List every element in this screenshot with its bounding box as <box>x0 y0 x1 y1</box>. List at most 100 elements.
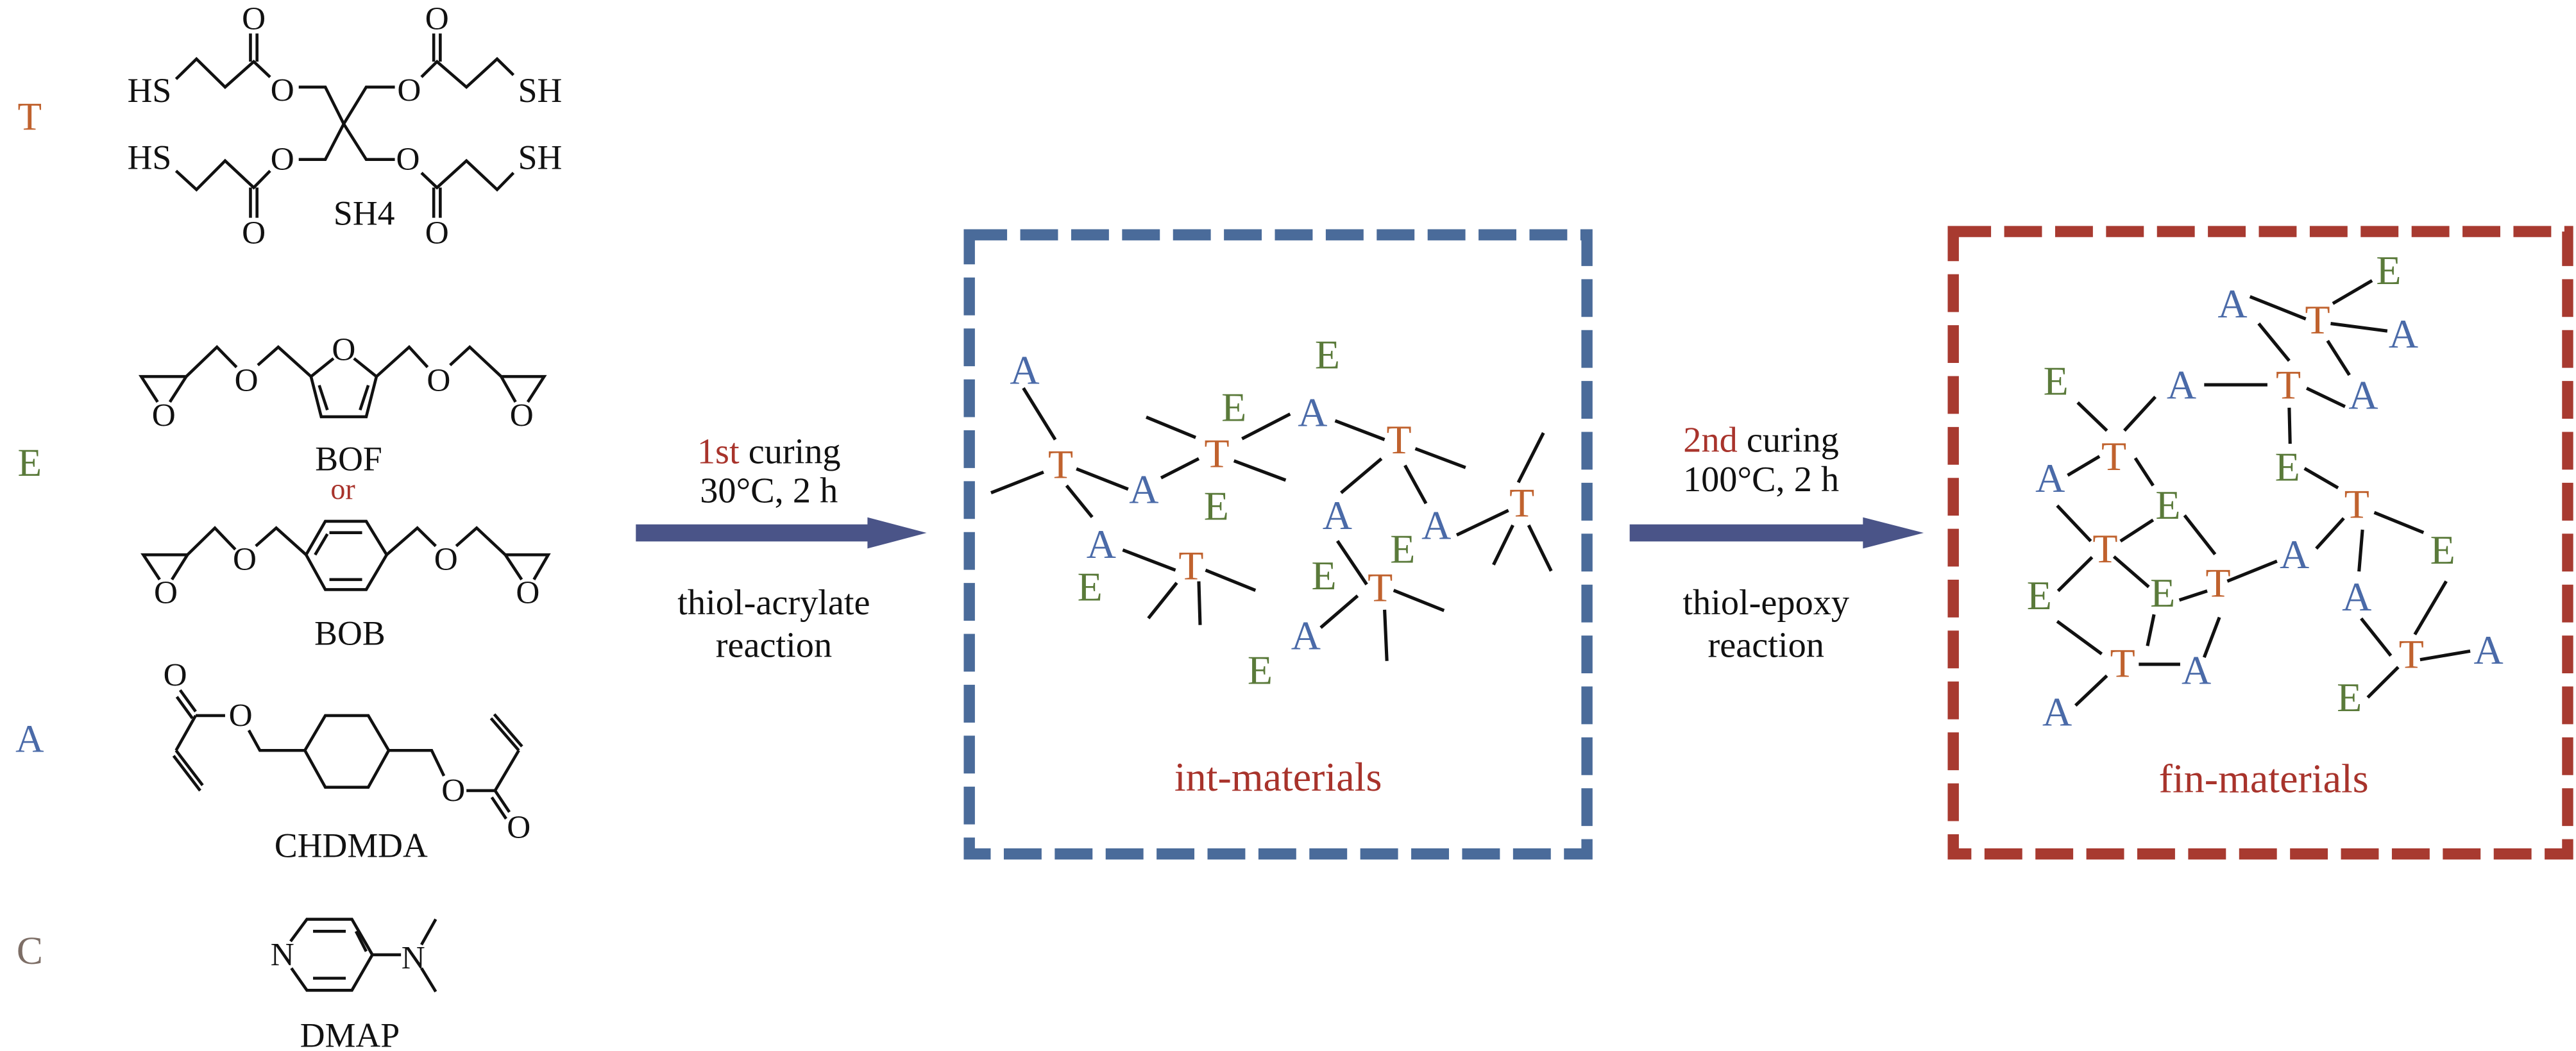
fin-network-bond <box>2133 457 2155 487</box>
step2-curing-label: 2nd curing <box>1683 420 1838 460</box>
fin-materials-label: fin-materials <box>2159 755 2369 801</box>
vinyl-bond <box>489 717 520 752</box>
fin-network-node-t: T <box>2344 481 2369 526</box>
fin-network-bond <box>2123 396 2157 432</box>
step2-arrow <box>1629 517 1924 549</box>
legend-letter-a: A <box>15 717 44 761</box>
fin-network-node-e: E <box>2275 444 2300 489</box>
int-network-bond <box>1383 609 1389 661</box>
fin-network-node-t: T <box>2092 526 2117 571</box>
fin-network-bond <box>2076 401 2108 432</box>
fin-network-node-a: A <box>2348 373 2378 418</box>
bond-chain <box>174 56 271 89</box>
int-network-bond <box>990 470 1044 494</box>
bond-line <box>420 967 437 993</box>
bond-chain <box>186 526 237 556</box>
int-network-node-a: A <box>1129 466 1158 512</box>
bond-chain <box>389 748 446 777</box>
fin-network-node-e: E <box>2155 482 2180 528</box>
int-network-node-e: E <box>1312 553 1337 598</box>
int-network-node-e: E <box>1315 332 1340 378</box>
fin-network-bond <box>2360 617 2393 657</box>
fin-network-node-a: A <box>2474 627 2504 673</box>
fin-network-node-e: E <box>2430 527 2455 573</box>
atom-label: O <box>164 657 187 694</box>
atom-label: O <box>154 575 178 611</box>
step2-conditions: 100°C, 2 h <box>1683 460 1839 500</box>
bond-chain <box>257 345 312 378</box>
fin-network-bond <box>2056 619 2103 655</box>
cyclohexane-ring <box>303 714 391 789</box>
fin-network-node-a: A <box>2280 532 2309 577</box>
int-network-node-a: A <box>1087 521 1116 567</box>
bond-line <box>354 930 368 952</box>
bond-chain <box>375 344 429 378</box>
fin-network-bond <box>2067 455 2101 477</box>
atom-label: O <box>396 141 419 178</box>
int-network-node-e: E <box>1204 483 1229 528</box>
int-network-node-t: T <box>1509 480 1534 525</box>
step1-ordinal: 1st <box>697 432 740 471</box>
fin-network-bond <box>2178 589 2208 602</box>
int-network-bond <box>1022 387 1057 441</box>
vinyl-bond <box>172 755 201 792</box>
int-network-node-a: A <box>1323 492 1352 538</box>
fin-network-bond <box>2119 518 2155 543</box>
fin-network-node-a: A <box>2042 689 2072 734</box>
vinyl-bond <box>493 713 523 748</box>
int-network-bond <box>1205 568 1257 593</box>
molecule-name-chdmda: CHDMDA <box>275 827 428 865</box>
atom-label: N <box>271 936 294 973</box>
bond-chain <box>255 526 307 556</box>
fin-network-bond <box>2315 517 2345 550</box>
furan-ring <box>309 357 378 419</box>
int-network-bond <box>1527 524 1553 572</box>
fin-network-node-e: E <box>2044 358 2069 403</box>
int-network-bond <box>1241 412 1291 441</box>
bond-line <box>359 385 370 411</box>
atom-label: O <box>233 541 257 578</box>
atom-label: O <box>507 809 530 846</box>
legend-letter-c: C <box>17 929 43 973</box>
atom-label: O <box>397 72 421 109</box>
epoxide-ring <box>502 553 551 581</box>
step2-reaction-word: reaction <box>1708 625 1824 665</box>
fin-network-node-e: E <box>2027 573 2052 618</box>
fin-network-bond <box>2287 407 2292 444</box>
atom-label: O <box>235 362 258 399</box>
atom-label: O <box>152 397 176 433</box>
int-network-node-t: T <box>1178 542 1203 588</box>
bond-chain <box>185 344 238 378</box>
int-network-node-e: E <box>1221 385 1246 430</box>
bond-chain <box>247 729 305 752</box>
int-network-node-t: T <box>1387 417 1412 462</box>
bond-chain <box>298 85 395 128</box>
step1-curing-label: 1st curing <box>697 432 841 471</box>
int-network-bond <box>1516 432 1545 483</box>
atom-label: O <box>242 1 266 37</box>
int-network-bond <box>1197 581 1202 625</box>
atom-label: O <box>242 215 266 251</box>
step1-reaction-word: reaction <box>716 625 832 665</box>
int-network-bond <box>1147 582 1178 619</box>
molecule-name-bof: BOF <box>315 440 382 478</box>
fin-network-bond <box>2249 295 2307 321</box>
bond-line <box>318 385 329 411</box>
fin-materials-dashed-border <box>1947 226 2573 860</box>
int-network-bond <box>1122 548 1176 572</box>
step1-curing-word: curing <box>740 432 841 471</box>
step1-arrow <box>636 517 927 549</box>
int-network-node-t: T <box>1368 564 1393 610</box>
fin-network-bond <box>2074 674 2108 707</box>
int-network-bond <box>1076 467 1129 491</box>
atom-label: SH <box>518 139 563 177</box>
fin-network-node-e: E <box>2376 248 2401 293</box>
fin-network-bond <box>2366 666 2400 699</box>
int-materials-dashed-border <box>963 229 1593 860</box>
fin-network-node-e: E <box>2337 675 2362 720</box>
fin-network-bond <box>2146 614 2156 646</box>
